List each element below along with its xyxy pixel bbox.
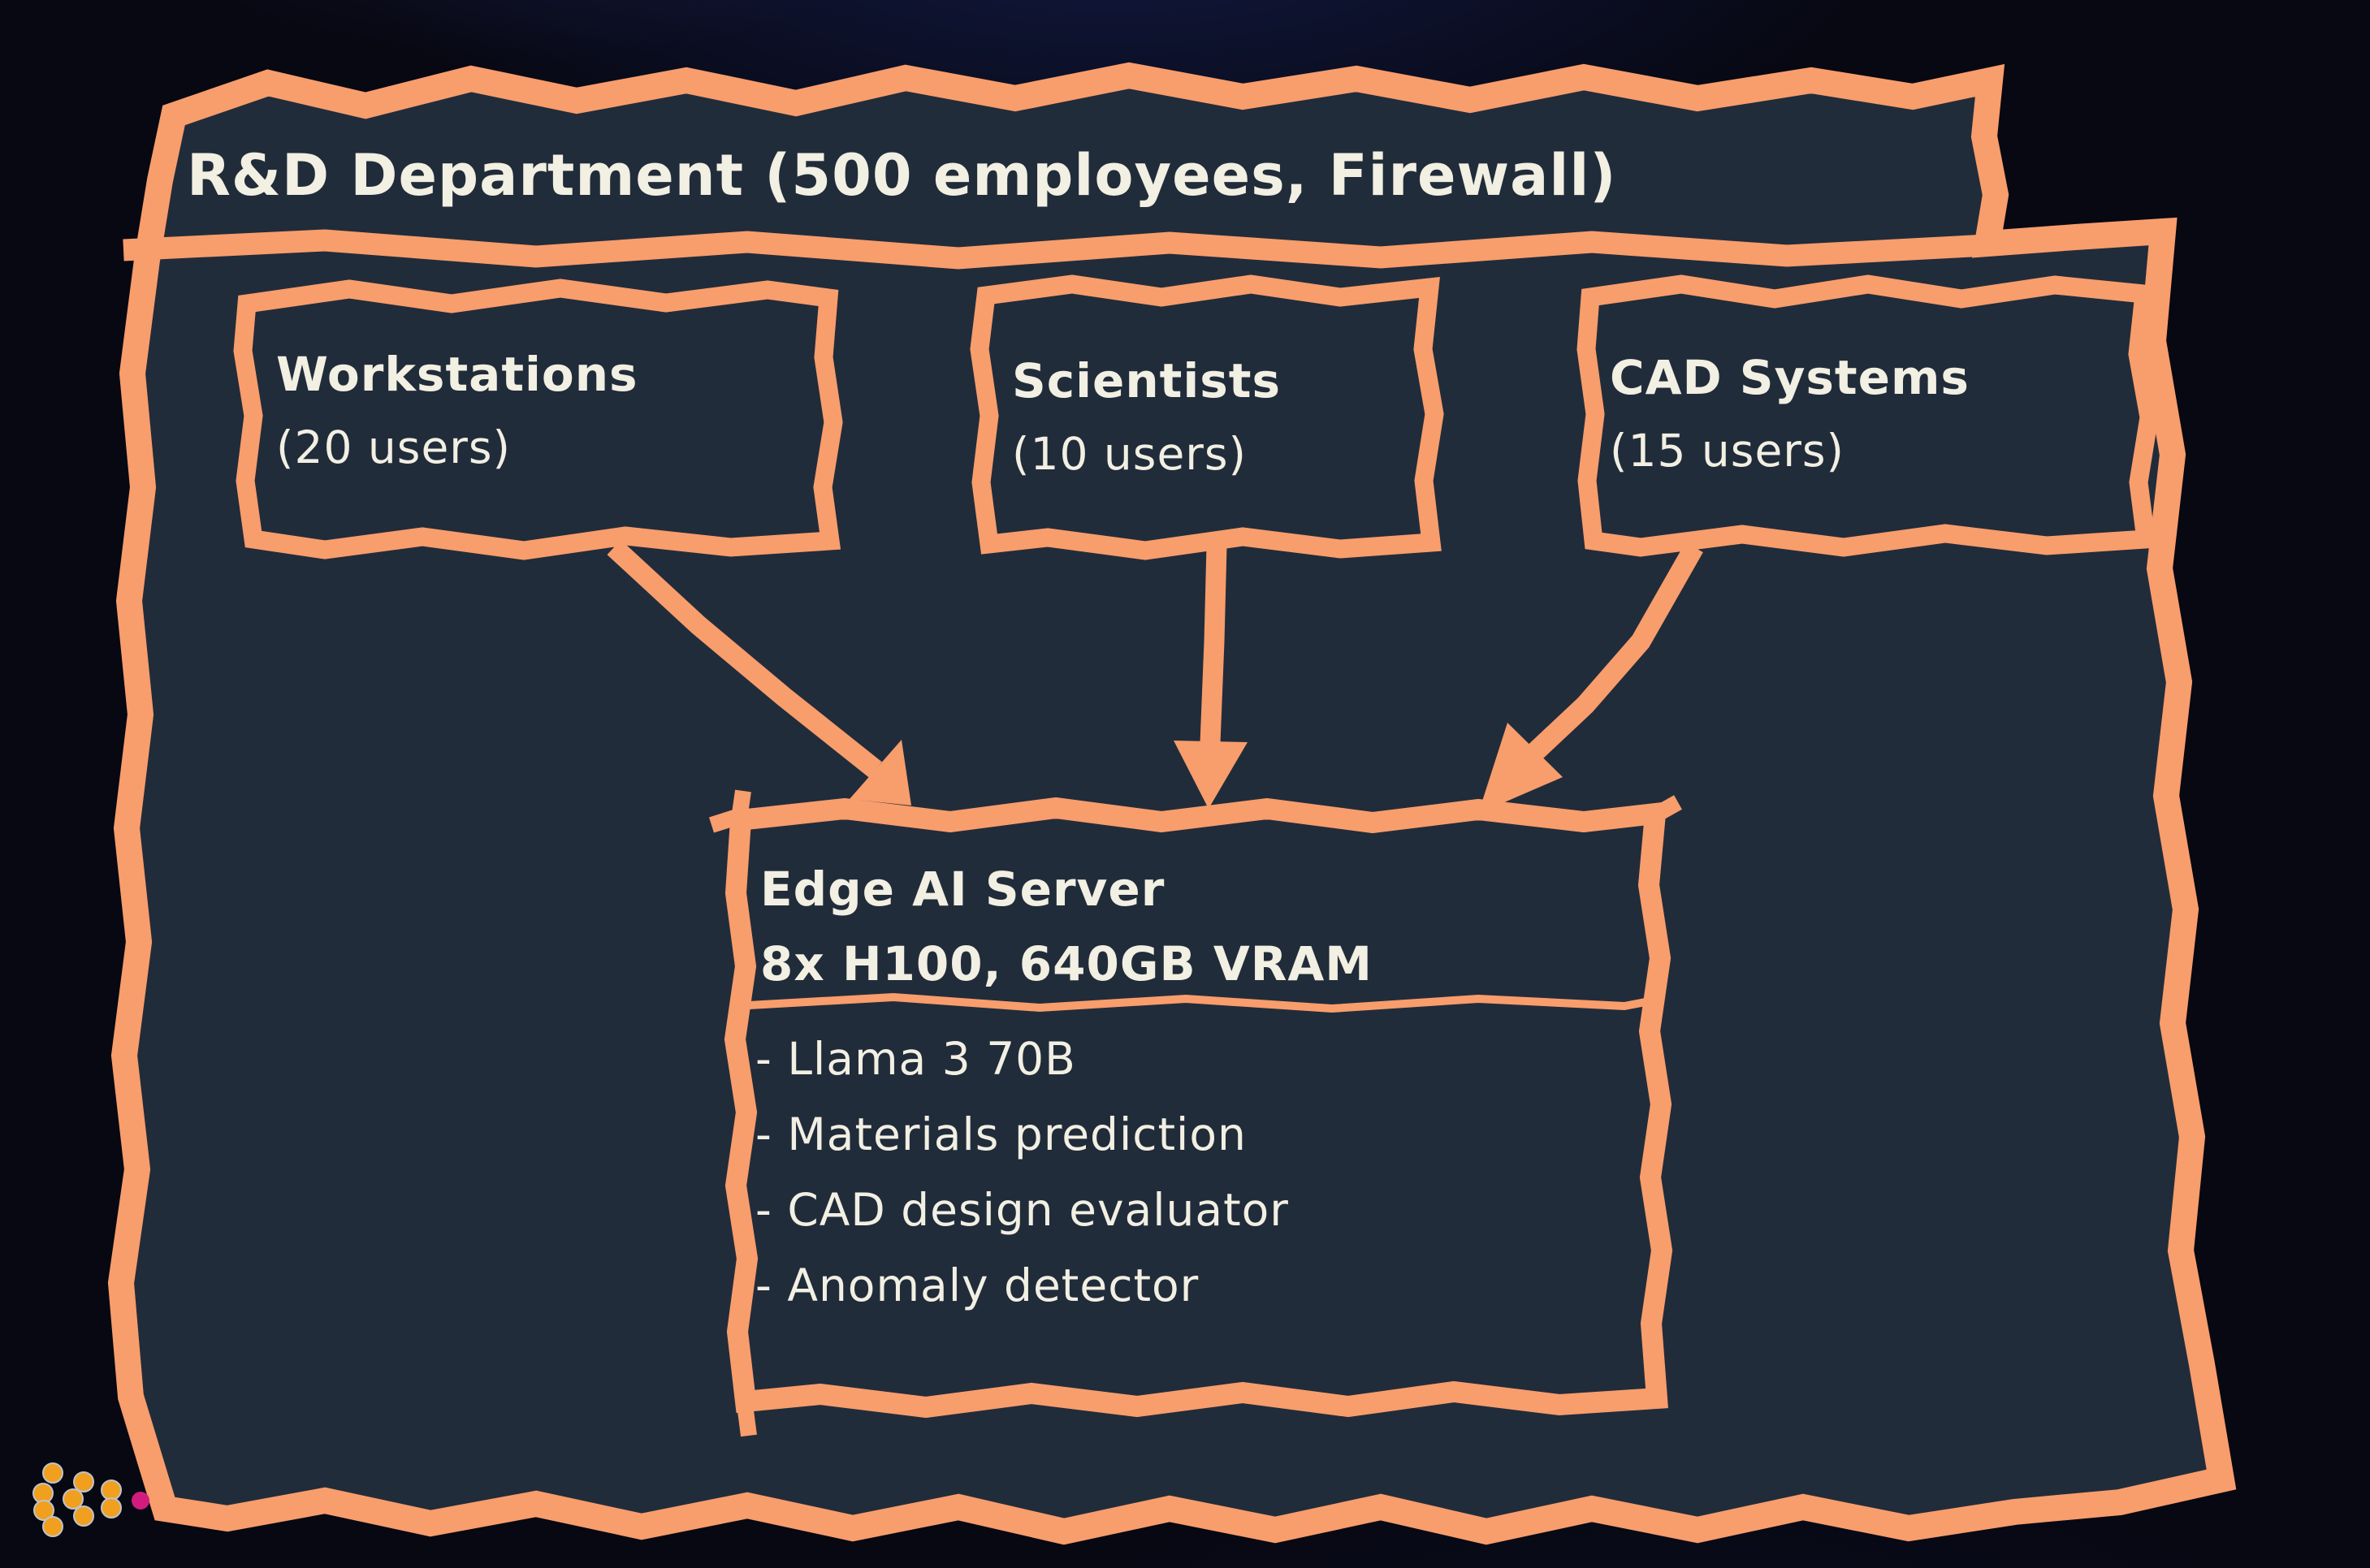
server-capability-item: - Materials prediction — [755, 1108, 1247, 1160]
arrow-workstations-to-server — [607, 539, 911, 806]
server-node-subtitle: 8x H100, 640GB VRAM — [760, 936, 1373, 991]
server-capability-item: - CAD design evaluator — [755, 1184, 1289, 1236]
workstations-node-subtitle: (20 users) — [276, 421, 512, 473]
container-title: R&D Department (500 employees, Firewall) — [187, 142, 1617, 209]
cad-systems-node-title: CAD Systems — [1610, 350, 1970, 405]
arrow-scientists-to-server — [1174, 545, 1248, 809]
workstations-node-title: Workstations — [276, 347, 638, 402]
scientists-node-title: Scientists — [1012, 353, 1282, 408]
arrow-cad-to-server — [1478, 542, 1703, 814]
cad-systems-node-subtitle: (15 users) — [1610, 425, 1845, 477]
cad-systems-node-border — [1576, 274, 2159, 557]
scientists-node-border — [970, 274, 1444, 560]
logo-pink-dot — [132, 1492, 149, 1510]
server-corner-overshoots — [708, 789, 1682, 1437]
server-node-divider — [748, 992, 1646, 1013]
server-node-title: Edge AI Server — [760, 862, 1166, 917]
server-capability-item: - Anomaly detector — [755, 1259, 1200, 1311]
edge-ai-server-node-border — [724, 797, 1673, 1419]
logo-orange-dots — [32, 1462, 122, 1537]
scientists-node-subtitle: (10 users) — [1012, 428, 1248, 480]
server-capability-item: - Llama 3 70B — [755, 1033, 1076, 1085]
container-title-separator — [123, 229, 1988, 270]
logo — [32, 1462, 149, 1537]
workstations-node-border — [233, 279, 843, 560]
